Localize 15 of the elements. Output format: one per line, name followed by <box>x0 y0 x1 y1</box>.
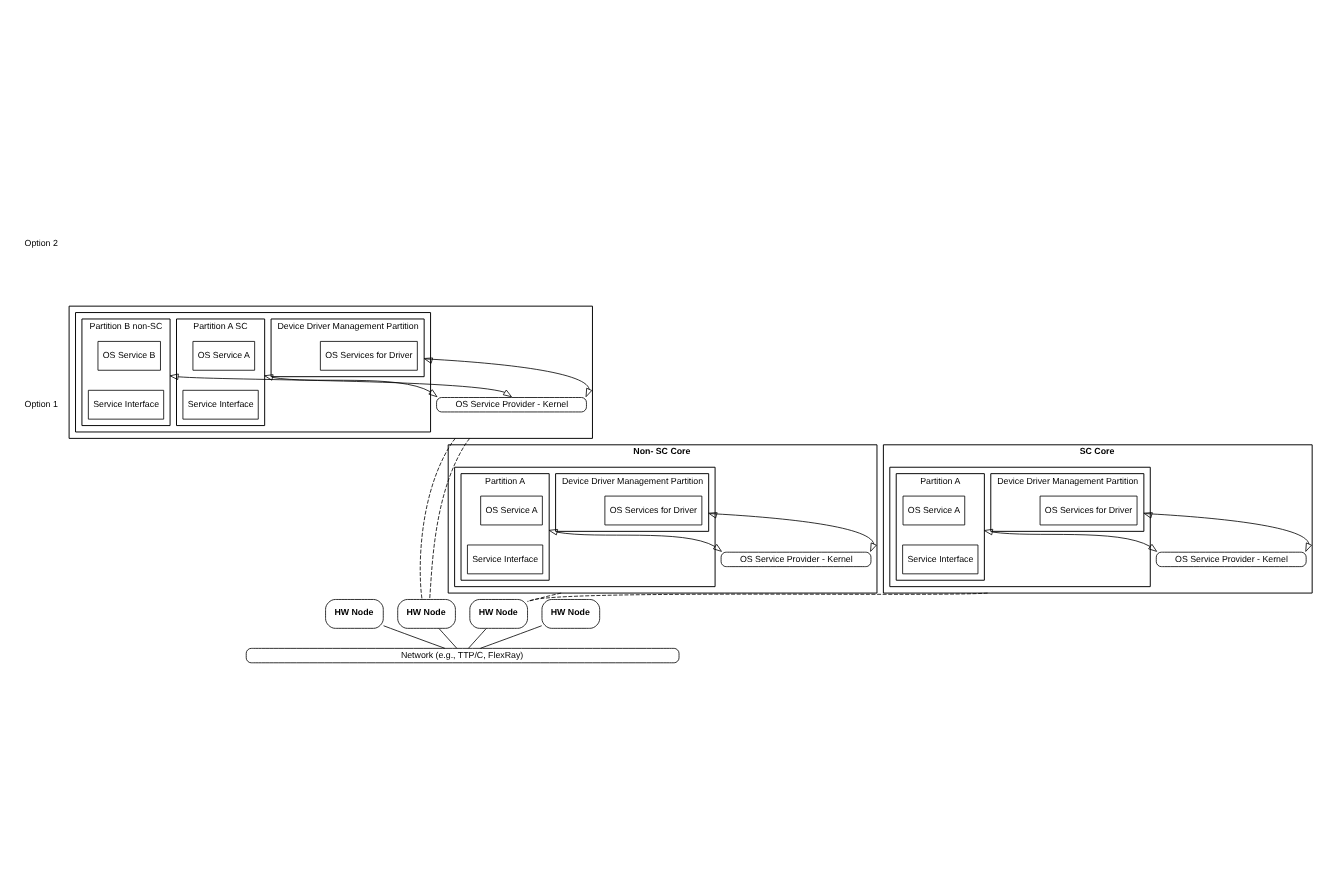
connector <box>527 591 988 601</box>
arrow <box>169 372 512 397</box>
arrow <box>708 511 877 551</box>
arrow <box>548 528 722 551</box>
arrow <box>983 527 1158 551</box>
connector <box>438 627 458 648</box>
arrow <box>1143 511 1312 551</box>
connector <box>468 627 487 648</box>
arrow <box>423 356 593 397</box>
connector <box>527 591 562 601</box>
arrow <box>264 373 438 397</box>
connector <box>429 437 471 599</box>
connector <box>383 624 446 648</box>
connector <box>480 624 543 648</box>
connector <box>419 437 456 599</box>
